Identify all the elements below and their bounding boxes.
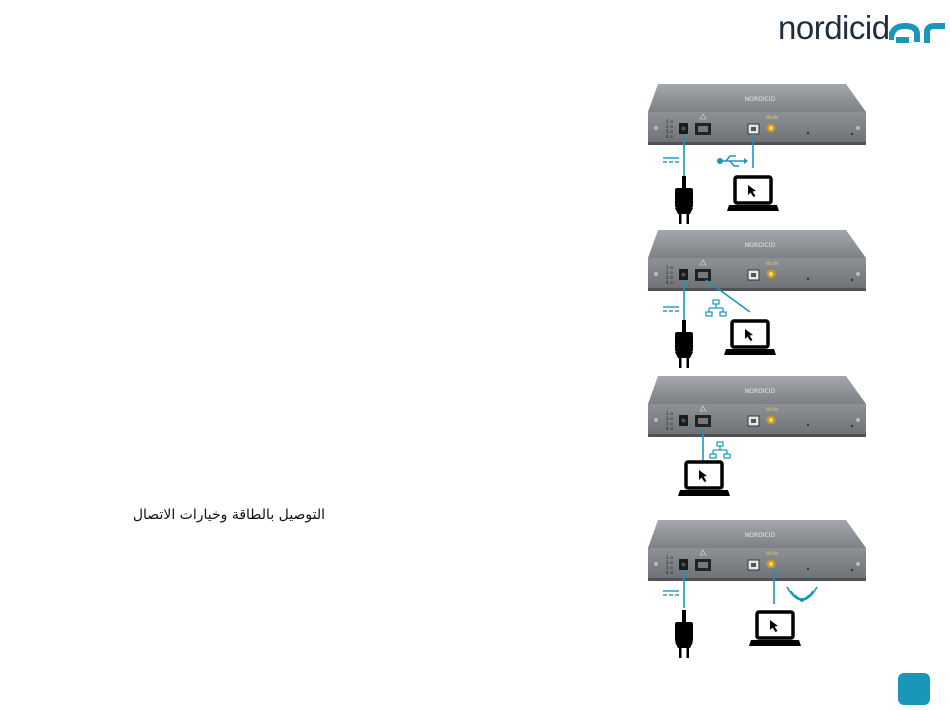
laptop-icon (749, 612, 801, 646)
reader-device (648, 376, 866, 437)
reader-device (648, 84, 866, 145)
laptop-icon (678, 462, 730, 496)
wifi-icon (787, 587, 817, 602)
dc-power-icon (663, 158, 679, 162)
panel-usb-connection (648, 84, 866, 224)
dc-power-icon (663, 307, 679, 311)
brand-logo: nordicid (778, 8, 946, 48)
network-icon (706, 300, 726, 316)
panel-ethernet-connection (648, 230, 866, 368)
network-icon (710, 442, 730, 458)
panel-wifi-connection (648, 520, 866, 658)
reader-device (648, 520, 866, 581)
connection-diagram: NORDICID 1 ⊙ 2 ⊙ 3 ⊙ 4 ⊙ WLAN (640, 78, 880, 658)
laptop-icon (724, 321, 776, 355)
power-plug-icon (675, 610, 693, 658)
usb-icon (717, 156, 748, 166)
laptop-icon (727, 177, 779, 211)
reader-device (648, 230, 866, 291)
page-caption: التوصيل بالطاقة وخيارات الاتصال (60, 507, 325, 523)
power-plug-icon (675, 176, 693, 224)
panel-ethernet-only-connection (648, 376, 866, 496)
dc-power-icon (663, 591, 679, 595)
corner-badge (898, 673, 930, 705)
brand-name: nordicid (778, 8, 890, 48)
power-plug-icon (675, 320, 693, 368)
ar-glyph-mark-icon (889, 14, 947, 46)
